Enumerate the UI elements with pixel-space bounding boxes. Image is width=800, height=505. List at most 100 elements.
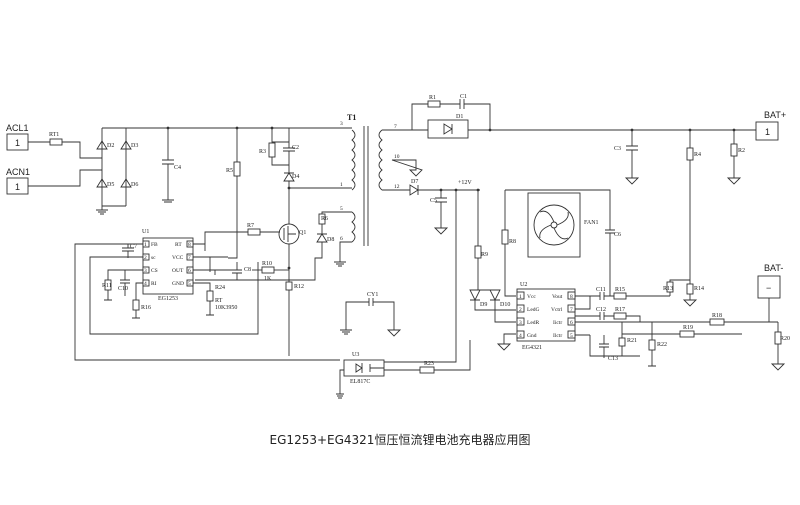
t1-pin-1: 1 <box>340 182 343 188</box>
snubber: R3 C2 D4 <box>259 128 345 190</box>
status-leds: D9 D10 <box>469 289 516 351</box>
d7-label: D7 <box>411 179 418 185</box>
u1-ref: U1 <box>142 229 149 235</box>
acn1-pin: 1 <box>15 182 20 192</box>
u2-pin1: 1 <box>519 294 522 300</box>
t1-pin-5: 5 <box>340 206 343 212</box>
u1-pin5-name: GND <box>172 281 184 287</box>
u1-pin7-name: VCC <box>172 255 184 261</box>
terminal-acl1: ACL1 1 <box>6 123 29 151</box>
u1-pin4-name: RI <box>151 281 157 287</box>
aux-12v: D7 +12V C5 R9 R8 <box>392 179 516 297</box>
rt-part-label: 10K3950 <box>215 305 237 311</box>
t1-pin-10: 10 <box>394 154 400 160</box>
u2-pin4: 4 <box>519 333 522 339</box>
r22-label: R22 <box>657 342 667 348</box>
d1-label: D1 <box>456 114 463 120</box>
u1-part: EG1253 <box>158 296 178 302</box>
r21-label: R21 <box>627 338 637 344</box>
u2-pin3: 3 <box>519 320 522 326</box>
r16-label: R16 <box>141 305 151 311</box>
u2-pin2-name: LedG <box>527 307 540 313</box>
r2-label: R2 <box>738 148 745 154</box>
r11-label: R11 <box>102 283 112 289</box>
t1-pin-12: 12 <box>394 184 400 190</box>
u2-pin6: 6 <box>570 320 573 326</box>
chip-u1: U1 EG1253 1 FB 2 sc 3 CS 4 RI 8 RT 7 VCC… <box>142 229 194 302</box>
r23-label: R23 <box>424 361 434 367</box>
d4-label: D4 <box>292 174 299 180</box>
u2-pin8: 8 <box>570 294 573 300</box>
u1-wiring: R7 R24 RT 10K3950 C8 R10 1K C7 R11 C10 R… <box>74 223 340 361</box>
r5-label: R5 <box>226 168 233 174</box>
r19-label: R19 <box>683 325 693 331</box>
r10-val-label: 1K <box>264 276 272 282</box>
r18-label: R18 <box>712 313 722 319</box>
v12-label: +12V <box>458 180 472 186</box>
acn1-label: ACN1 <box>6 167 30 177</box>
u2-pin5: 5 <box>570 333 573 339</box>
t1-pin-7: 7 <box>394 124 397 130</box>
bat-plus-box <box>755 121 779 141</box>
bat-plus-pin: 1 <box>765 127 770 137</box>
d8-label: D8 <box>327 237 334 243</box>
u1-pin5: 5 <box>188 281 191 287</box>
c8-label: C8 <box>244 267 251 273</box>
u2-pin5-name: Ilctr <box>553 333 562 339</box>
fan-label: FAN1 <box>584 220 599 226</box>
r10-label: R10 <box>262 261 272 267</box>
u1-pin7: 7 <box>188 255 191 261</box>
secondary-ground <box>391 159 423 177</box>
r9-label: R9 <box>481 252 488 258</box>
u2-pin4-name: Gnd <box>527 333 537 339</box>
u1-pin1-name: FB <box>151 242 158 248</box>
u1-pin6-name: OUT <box>172 268 184 274</box>
u2-pin7-name: Vctrl <box>551 307 563 313</box>
d2-label: D2 <box>107 143 114 149</box>
u1-pin3: 3 <box>144 268 147 274</box>
c13-label: C13 <box>608 356 618 362</box>
t1-pin-3: 3 <box>340 121 343 127</box>
output-network: C3 R4 R2 R13 R14 R20 <box>614 128 790 371</box>
c7-label: C7 <box>130 244 137 250</box>
input-wiring: RT1 <box>28 132 102 187</box>
transformer-t1: T1 3 1 5 6 7 10 12 <box>340 113 400 246</box>
r4-label: R4 <box>694 152 701 158</box>
r15-label: R15 <box>615 287 625 293</box>
c12-label: C12 <box>596 307 606 313</box>
c1-label: C1 <box>460 94 467 100</box>
terminal-bat-minus: BAT- − <box>757 263 783 322</box>
r14-label: R14 <box>694 286 704 292</box>
c4-label: C4 <box>174 165 181 171</box>
u2-ref: U2 <box>520 282 527 288</box>
d5-label: D5 <box>107 182 114 188</box>
acl1-label: ACL1 <box>6 123 29 133</box>
diagram-caption: EG1253+EG4321恒压恒流锂电池充电器应用图 <box>269 433 531 447</box>
r12-label: R12 <box>294 284 304 290</box>
bat-plus-label: BAT+ <box>764 110 786 120</box>
t1-pin-6: 6 <box>340 236 343 242</box>
u1-pin8: 8 <box>188 242 191 248</box>
u1-pin1: 1 <box>144 242 147 248</box>
c3-label: C3 <box>614 146 621 152</box>
c6-label: C6 <box>614 232 621 238</box>
r20-label: R20 <box>780 336 790 342</box>
r3-label: R3 <box>259 149 266 155</box>
r17-label: R17 <box>615 307 625 313</box>
bridge-rectifier: D2 D3 D5 D6 <box>96 127 138 215</box>
r5-branch: R5 <box>226 128 241 259</box>
u2-pin8-name: Vout <box>552 294 563 300</box>
c10-label: C10 <box>118 286 128 292</box>
u1-pin4: 4 <box>144 281 147 287</box>
u1-pin3-name: CS <box>151 268 158 274</box>
rt-label: RT <box>215 298 223 304</box>
c2-label: C2 <box>292 145 299 151</box>
c5-label: C5 <box>430 198 437 204</box>
c11-label: C11 <box>596 287 606 293</box>
bat-minus-label: BAT- <box>764 263 783 273</box>
u3-ref: U3 <box>352 352 359 358</box>
rt1-resistor <box>49 138 63 146</box>
d6-label: D6 <box>131 182 138 188</box>
u2-pin2: 2 <box>519 307 522 313</box>
